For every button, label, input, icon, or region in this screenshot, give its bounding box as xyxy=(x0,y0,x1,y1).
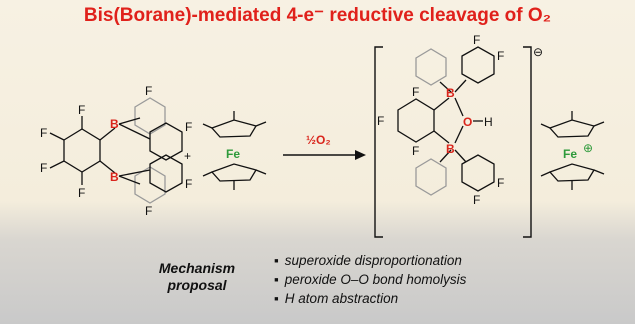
fluorine-atom-label: F xyxy=(377,114,384,128)
mechanism-step: superoxide disproportionation xyxy=(274,251,466,270)
mechanism-label-line: Mechanism xyxy=(158,260,236,276)
mechanism-step: H atom abstraction xyxy=(274,289,466,308)
ferrocene-reactant xyxy=(202,111,267,190)
iron-atom-label: Fe xyxy=(563,147,577,161)
fluorine-atom-label: F xyxy=(40,161,47,175)
boron-atom-label: B xyxy=(110,117,119,131)
boron-atom-label: B xyxy=(446,142,455,156)
fluorine-atom-label: F xyxy=(412,85,419,99)
fluorine-atom-label: F xyxy=(78,103,85,117)
oxygen-reagent-label: ½O₂ xyxy=(306,133,331,147)
fluorine-atom-label: F xyxy=(40,126,47,140)
fluorine-atom-label: F xyxy=(473,193,480,207)
figure-title: Bis(Borane)-mediated 4-e⁻ reductive clea… xyxy=(83,5,552,26)
oxygen-atom-label: O xyxy=(463,115,472,129)
fluorine-atom-label: F xyxy=(497,49,504,63)
mechanism-label-line: proposal xyxy=(167,277,227,293)
mechanism-label: Mechanism proposal xyxy=(142,260,252,294)
fluorine-atom-label: F xyxy=(473,33,480,47)
bis-borane-reactant xyxy=(49,97,183,204)
mechanism-step: peroxide O–O bond homolysis xyxy=(274,270,467,289)
fluorine-atom-label: F xyxy=(185,177,192,191)
iron-atom-label: Fe xyxy=(226,147,240,161)
plus-sign: + xyxy=(184,149,191,163)
fluorine-atom-label: F xyxy=(497,176,504,190)
hydroxy-borate-anion xyxy=(397,46,495,196)
boron-atom-label: B xyxy=(446,86,455,100)
hydrogen-atom-label: H xyxy=(484,115,493,129)
mechanism-steps-list: superoxide disproportionation peroxide O… xyxy=(274,251,467,308)
fluorine-atom-label: F xyxy=(412,144,419,158)
fluorine-atom-label: F xyxy=(78,186,85,200)
boron-atom-label: B xyxy=(110,170,119,184)
ferrocenium-cation xyxy=(540,111,605,190)
fluorine-atom-label: F xyxy=(185,120,192,134)
fluorine-atom-label: F xyxy=(145,84,152,98)
product-anion-bracket xyxy=(374,46,532,238)
fluorine-atom-label: F xyxy=(145,204,152,218)
anion-charge-symbol: ⊖ xyxy=(533,45,543,59)
cation-charge-symbol: ⊕ xyxy=(583,141,593,155)
reaction-arrow xyxy=(283,150,366,160)
